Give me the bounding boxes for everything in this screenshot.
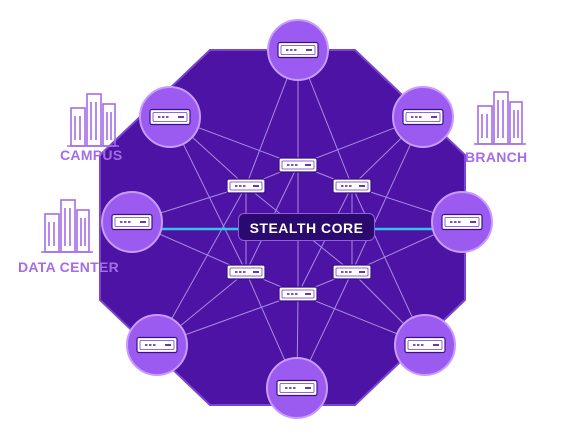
router-icon: [149, 108, 191, 126]
router-icon: [111, 213, 153, 231]
outer-node: [267, 19, 329, 81]
label-campus: CAMPUS: [60, 147, 123, 163]
inner-devices: [226, 157, 372, 302]
building-icon-branch: [474, 91, 526, 145]
inner-router-icon: [226, 178, 266, 194]
outer-node: [126, 314, 188, 376]
outer-node: [431, 191, 493, 253]
router-icon: [276, 379, 318, 397]
router-icon: [402, 108, 444, 126]
building-icon-campus: [67, 93, 119, 147]
inner-router-icon: [332, 264, 372, 280]
inner-router-icon: [332, 178, 372, 194]
inner-router-icon: [278, 286, 318, 302]
router-icon: [277, 41, 319, 59]
outer-node: [266, 357, 328, 419]
label-branch: BRANCH: [465, 149, 528, 165]
label-data-center: DATA CENTER: [18, 259, 120, 275]
outer-node: [139, 86, 201, 148]
router-icon: [404, 336, 446, 354]
inner-router-icon: [226, 264, 266, 280]
inner-router-icon: [278, 157, 318, 173]
outer-nodes: [101, 19, 493, 419]
stealth-core-label: STEALTH CORE: [238, 213, 375, 241]
building-icon-datacenter: [41, 199, 93, 253]
outer-node: [394, 314, 456, 376]
router-icon: [441, 213, 483, 231]
outer-node: [392, 86, 454, 148]
outer-node: [101, 191, 163, 253]
router-icon: [136, 336, 178, 354]
